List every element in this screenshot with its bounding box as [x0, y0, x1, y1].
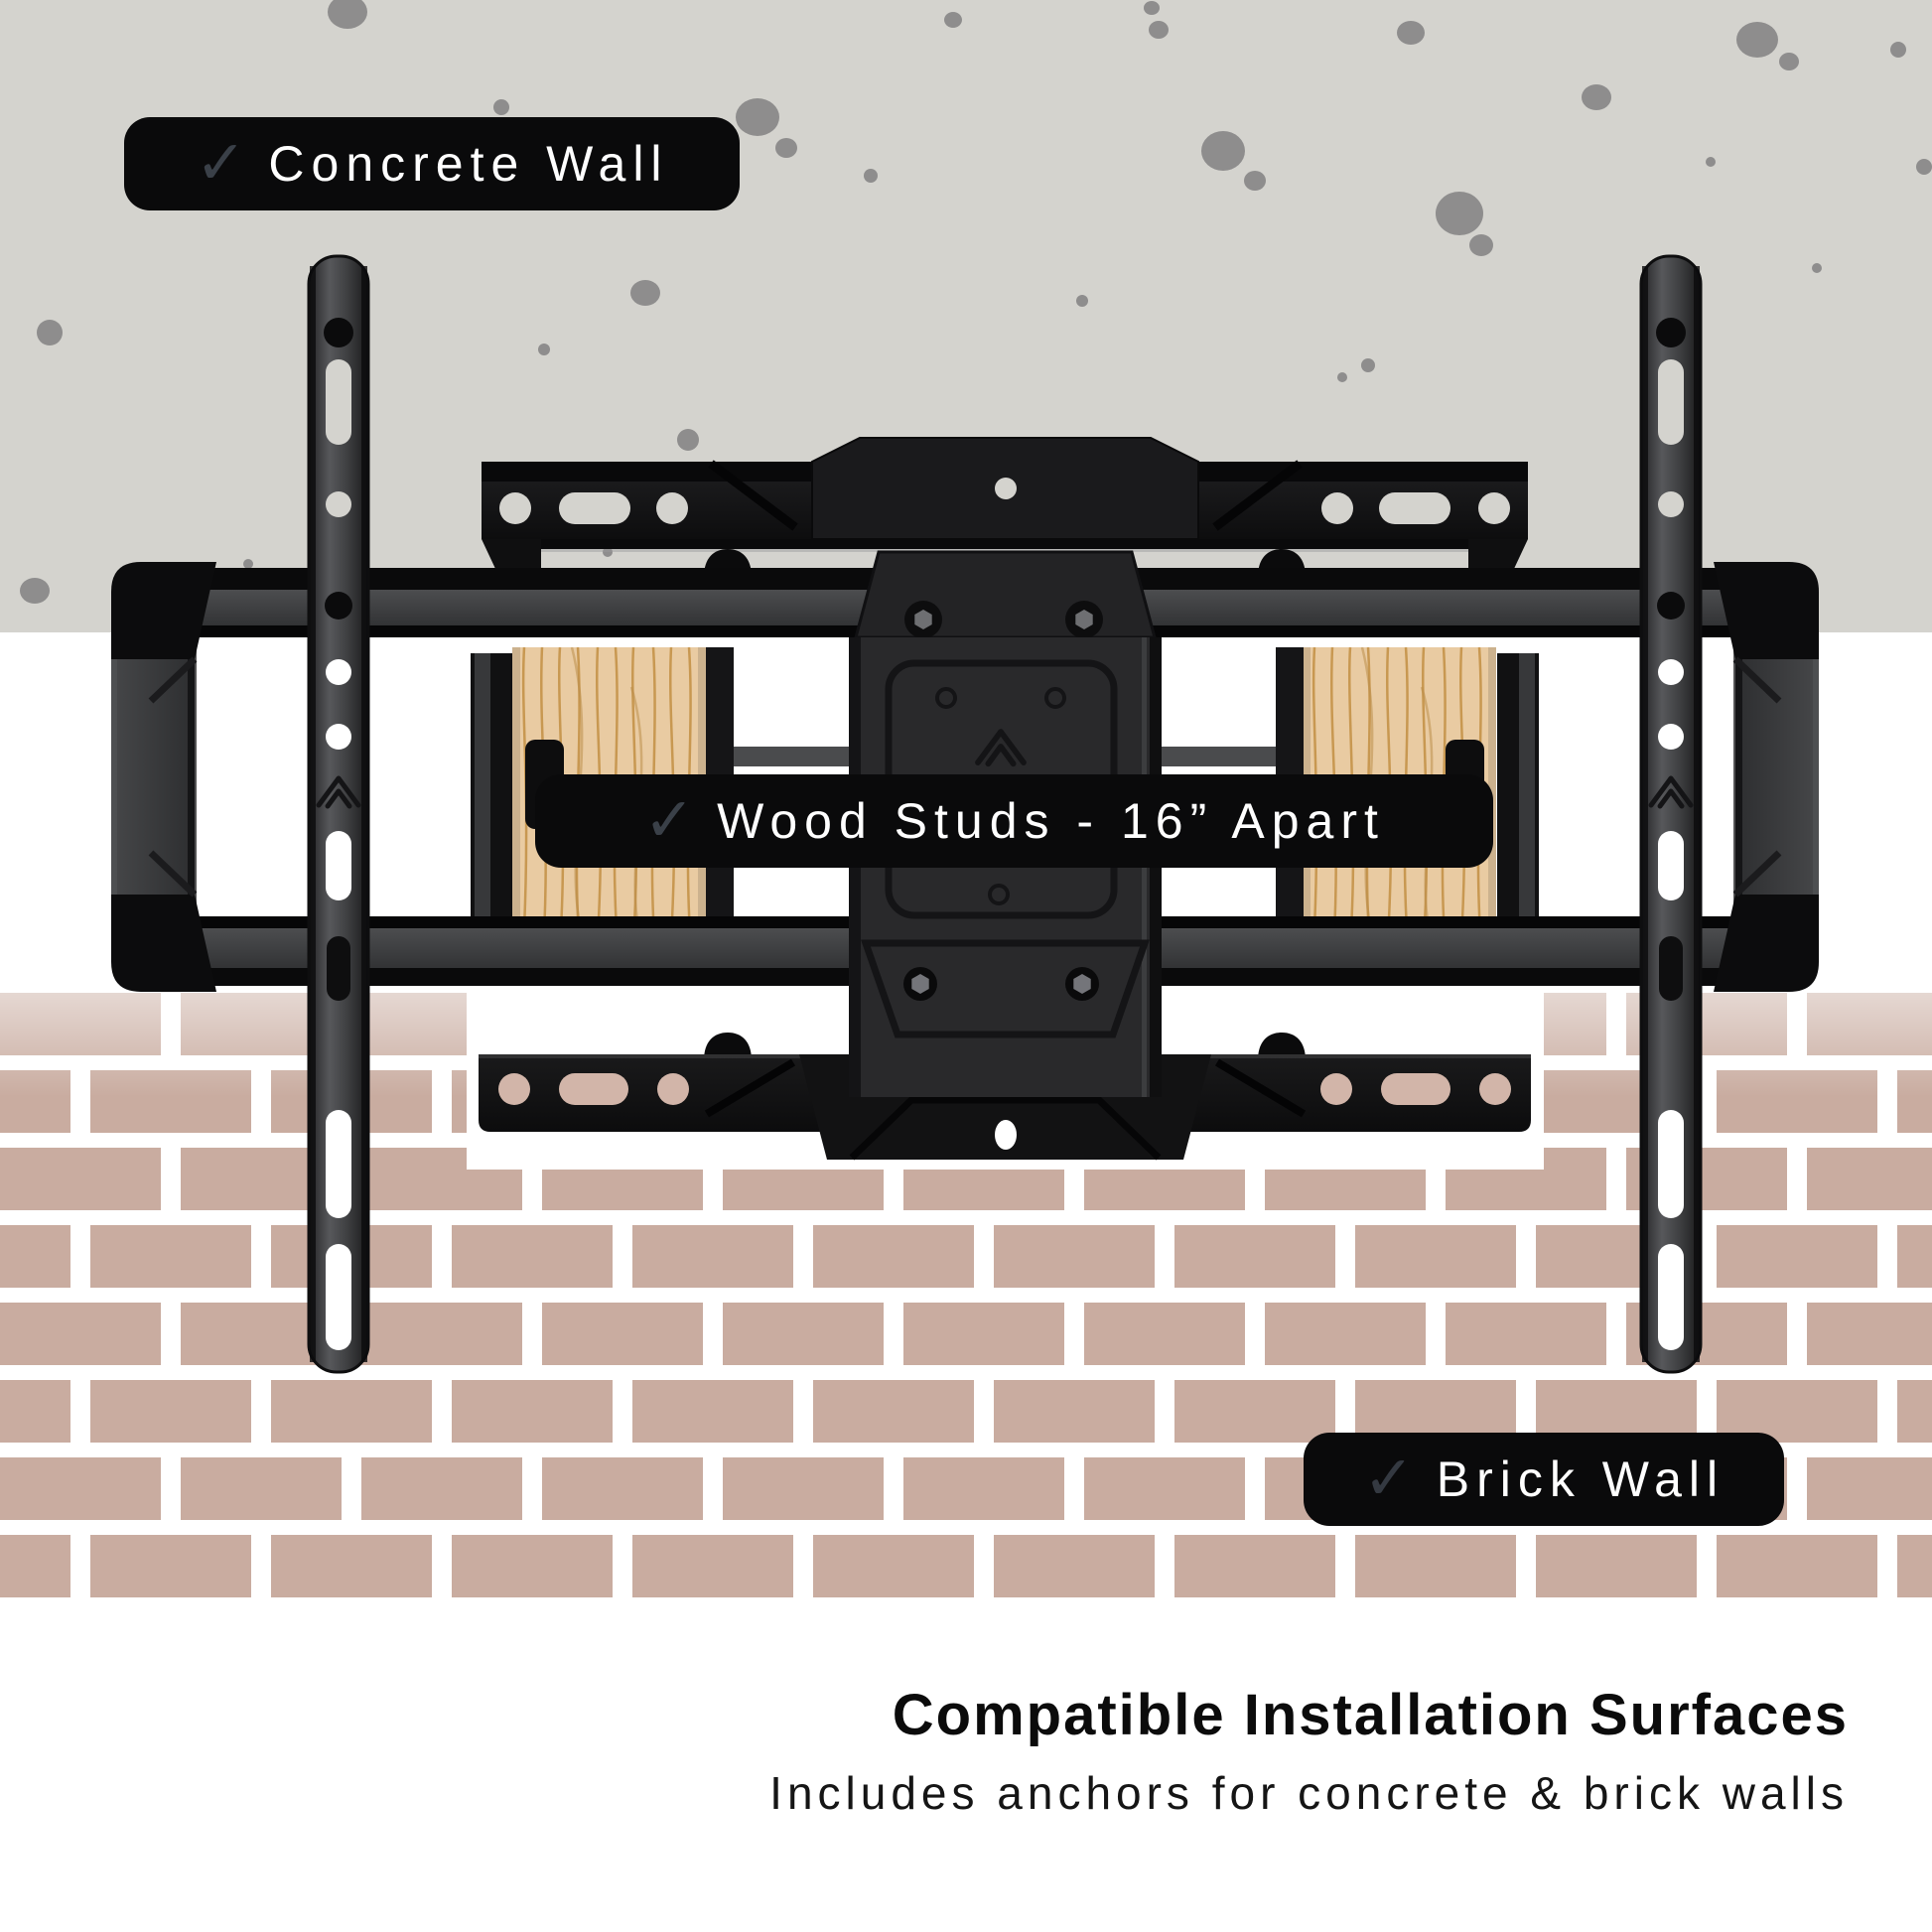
callout-brick-wall: ✓ Brick Wall [1304, 1433, 1784, 1526]
callout-brick-label: Brick Wall [1436, 1451, 1725, 1507]
callout-concrete-wall: ✓ Concrete Wall [124, 117, 740, 210]
check-icon: ✓ [1362, 1444, 1415, 1513]
check-icon: ✓ [643, 785, 696, 855]
left-tv-rail [309, 256, 368, 1372]
callout-wood-studs-label: Wood Studs - 16” Apart [717, 793, 1385, 849]
callout-concrete-label: Concrete Wall [268, 136, 669, 192]
check-icon: ✓ [195, 128, 247, 198]
callout-wood-studs: ✓ Wood Studs - 16” Apart [535, 774, 1493, 868]
caption-subtitle: Includes anchors for concrete & brick wa… [769, 1767, 1849, 1819]
caption-title: Compatible Installation Surfaces [892, 1683, 1849, 1747]
wall-plate-top [482, 437, 1528, 577]
bottom-white-band [0, 1600, 1932, 1932]
right-tv-rail [1641, 256, 1701, 1372]
caption-block: Compatible Installation Surfaces Include… [769, 1682, 1849, 1820]
